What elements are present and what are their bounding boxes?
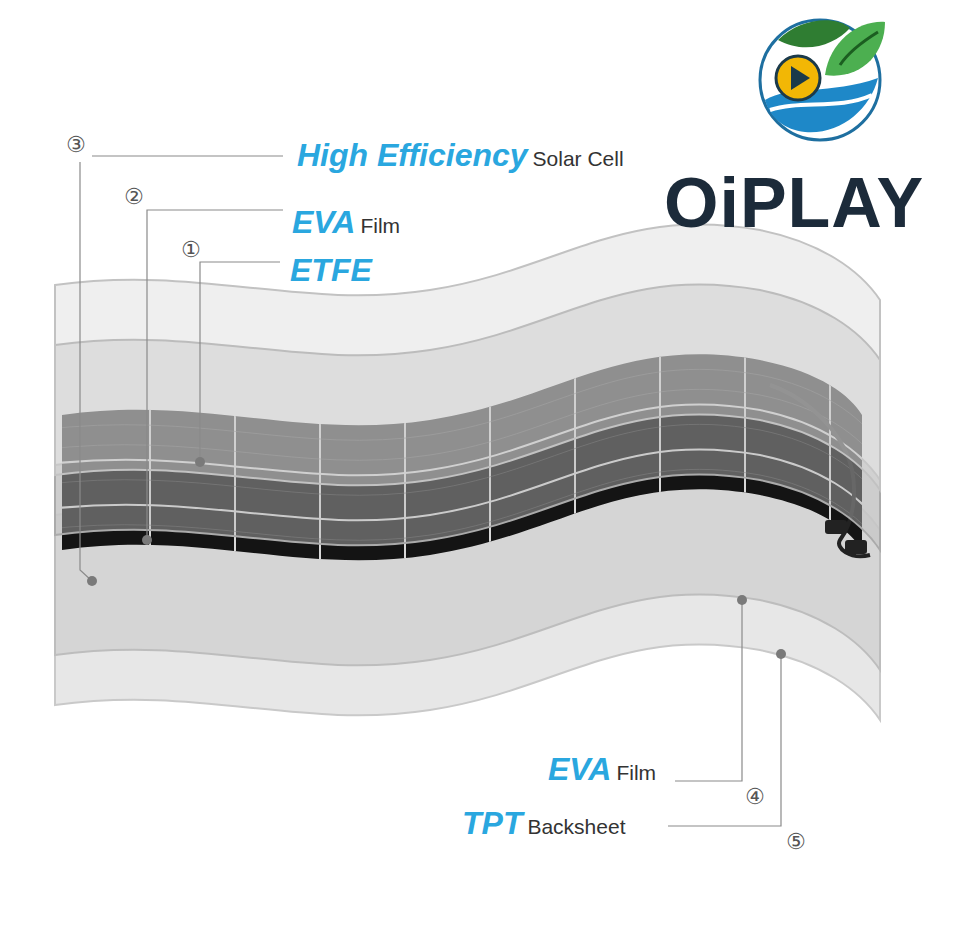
callout-number: ① [181,238,201,262]
logo-icon [760,20,885,140]
layer-suffix: Film [616,761,656,784]
callout-number: ④ [745,785,765,809]
layer-suffix: Backsheet [527,815,625,838]
callout-number: ② [124,185,144,209]
layer-name: EVA [292,205,355,240]
layer-name: ETFE [290,253,372,288]
callout-number: ⑤ [786,830,806,854]
layer-suffix: Solar Cell [533,147,624,170]
layer-name: EVA [548,752,611,787]
layer-suffix: Film [360,214,400,237]
layer-name: High Efficiency [297,138,528,173]
logo-text: OiPLAY [664,165,924,242]
layer-name: TPT [462,806,522,841]
callout-number: ③ [66,133,86,157]
